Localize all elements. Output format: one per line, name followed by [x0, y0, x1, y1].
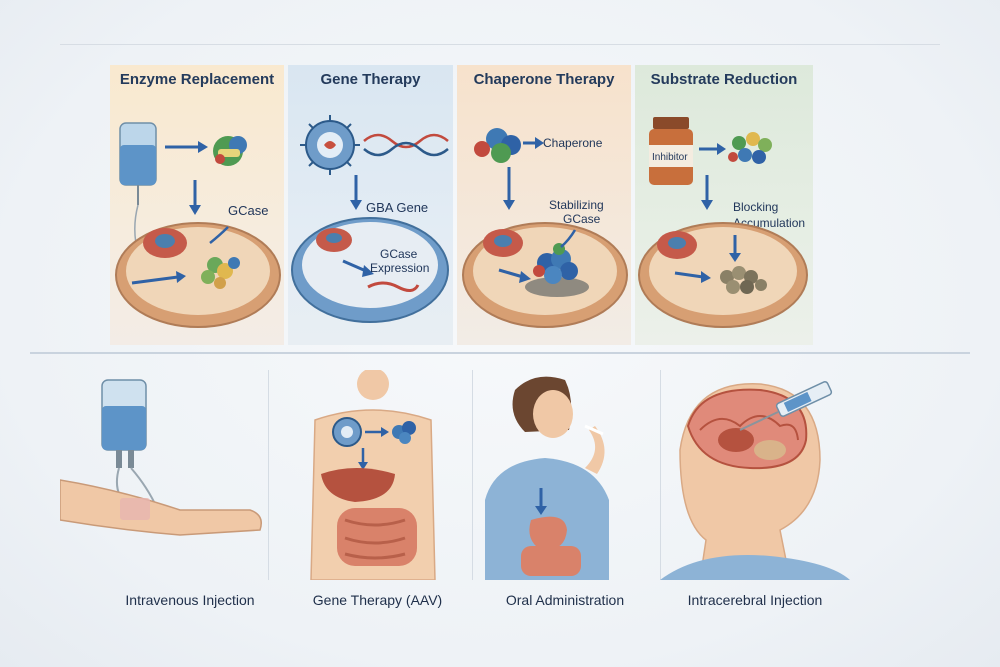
aav-virus-icon	[332, 417, 362, 447]
caption-intracerebral: Intracerebral Injection	[687, 592, 823, 608]
brain-icon	[686, 388, 808, 470]
column-divider	[660, 370, 661, 580]
dna-icon	[363, 133, 449, 157]
panel-title: Substrate Reduction	[650, 71, 798, 88]
caption-gene-therapy-aav: Gene Therapy (AAV)	[312, 592, 443, 608]
cell-icon	[638, 222, 808, 328]
arm-icon	[60, 479, 262, 536]
aav-therapy-illustration	[310, 370, 436, 580]
panel-title: Chaperone Therapy	[473, 71, 615, 88]
molecule-cluster-icon	[728, 132, 772, 164]
intracerebral-injection-illustration	[660, 381, 850, 580]
iv-bag-icon	[119, 122, 157, 266]
substrate-illustration: Inhibitor Blocking Accumulation	[638, 117, 808, 328]
cell-icon	[115, 222, 281, 328]
section-divider	[30, 352, 970, 354]
panel-substrate-reduction: Substrate Reduction Inhibitor Blocking A…	[635, 65, 813, 345]
cell-icon	[291, 217, 449, 323]
enzyme-molecule-icon	[213, 136, 247, 166]
panel-chaperone-therapy: Chaperone Therapy Chaperone Stabilizing …	[457, 65, 631, 345]
label-stabilizing-1: Stabilizing	[549, 198, 604, 212]
liver-icon	[321, 468, 395, 502]
label-gba-gene: GBA Gene	[366, 200, 428, 215]
column-divider	[268, 370, 269, 580]
panel-title: Enzyme Replacement	[119, 71, 275, 88]
label-blocking-1: Blocking	[733, 200, 778, 214]
column-divider	[472, 370, 473, 580]
enzyme-illustration: GCase	[115, 122, 281, 328]
label-gcase: GCase	[228, 203, 268, 218]
cell-icon	[462, 222, 628, 328]
iv-bag-icon	[101, 379, 161, 516]
label-gcase-expression-2: Expression	[370, 261, 429, 275]
label-gcase-expression-1: GCase	[380, 247, 418, 261]
oral-administration-illustration	[485, 376, 609, 580]
label-inhibitor: Inhibitor	[652, 152, 688, 163]
chaperone-illustration: Chaperone Stabilizing GCase	[462, 128, 628, 328]
chaperone-molecule-icon	[474, 128, 521, 163]
caption-intravenous: Intravenous Injection	[125, 592, 255, 608]
panel-gene-therapy: Gene Therapy GBA Gene	[288, 65, 453, 345]
syringe-icon	[739, 381, 833, 431]
inhibitor-bottle-icon: Inhibitor	[649, 117, 693, 185]
stomach-icon	[521, 516, 581, 576]
protein-cluster-icon	[392, 421, 416, 444]
iv-injection-illustration	[60, 379, 262, 536]
caption-oral-administration: Oral Administration	[505, 592, 625, 608]
aav-virus-icon	[300, 115, 360, 175]
intestine-icon	[337, 508, 417, 566]
label-chaperone: Chaperone	[543, 136, 603, 150]
panel-title: Gene Therapy	[320, 71, 421, 88]
label-stabilizing-2: GCase	[563, 212, 601, 226]
gene-illustration: GBA Gene GCase Expression	[291, 115, 449, 323]
panel-enzyme-replacement: Enzyme Replacement	[110, 65, 284, 345]
top-rule	[60, 44, 940, 45]
